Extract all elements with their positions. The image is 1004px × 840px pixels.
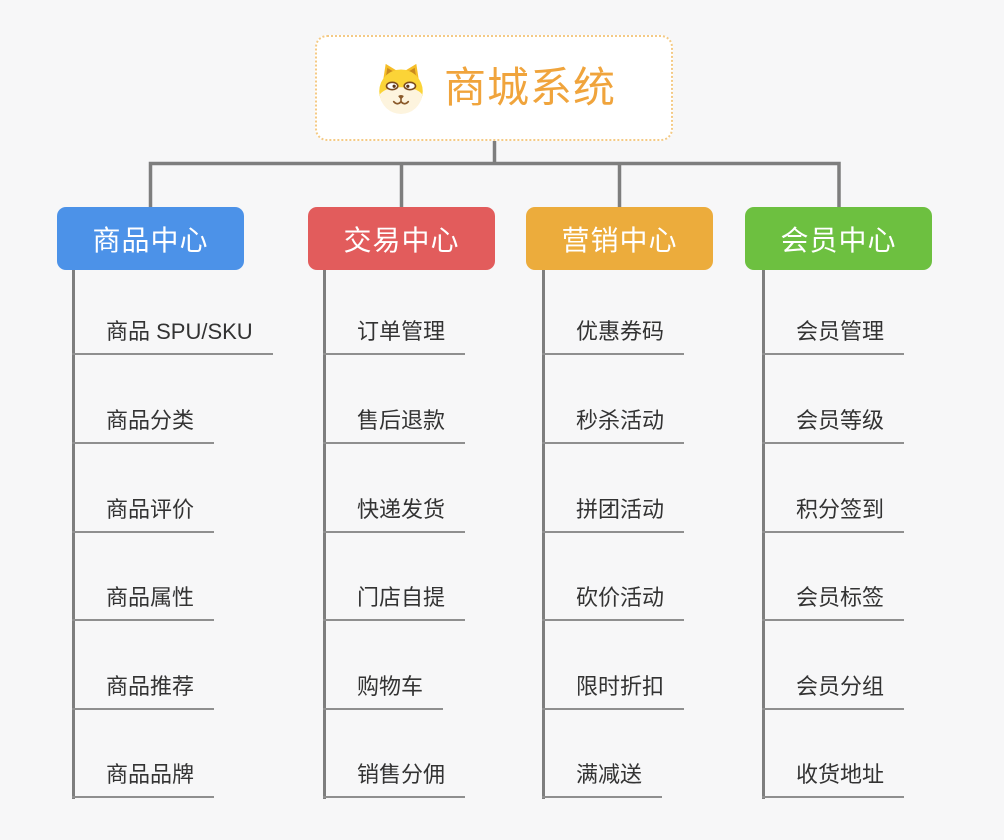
- branch-item[interactable]: 限时折扣: [542, 672, 685, 710]
- branch-node-trade-center[interactable]: 交易中心: [308, 207, 495, 270]
- branch-item[interactable]: 秒杀活动: [542, 406, 685, 444]
- branch-item[interactable]: 商品属性: [72, 583, 215, 621]
- branch-item[interactable]: 拼团活动: [542, 495, 685, 533]
- branch-node-marketing-center[interactable]: 营销中心: [526, 207, 713, 270]
- branch-item[interactable]: 售后退款: [323, 406, 466, 444]
- bus-line: [148, 161, 841, 208]
- branch-node-product-center[interactable]: 商品中心: [57, 207, 244, 270]
- branch-item[interactable]: 销售分佣: [323, 760, 466, 798]
- branch-item[interactable]: 砍价活动: [542, 583, 685, 621]
- branch-item[interactable]: 会员标签: [762, 583, 905, 621]
- branch-item[interactable]: 商品品牌: [72, 760, 215, 798]
- root-title: 商城系统: [443, 64, 616, 111]
- branch-item[interactable]: 商品 SPU/SKU: [72, 317, 273, 355]
- branch-item[interactable]: 快递发货: [323, 495, 466, 533]
- branch-item[interactable]: 商品评价: [72, 495, 215, 533]
- branch-item[interactable]: 会员等级: [762, 406, 905, 444]
- branch-item[interactable]: 门店自提: [323, 583, 466, 621]
- branch-item[interactable]: 商品推荐: [72, 672, 215, 710]
- branch-node-member-center[interactable]: 会员中心: [745, 207, 932, 270]
- branch-item[interactable]: 积分签到: [762, 495, 905, 533]
- branch-item[interactable]: 商品分类: [72, 406, 215, 444]
- branch-item[interactable]: 收货地址: [762, 760, 905, 798]
- branch-item[interactable]: 会员管理: [762, 317, 905, 355]
- root-node[interactable]: 商城系统: [315, 35, 673, 141]
- branch-item[interactable]: 购物车: [323, 672, 444, 710]
- dog-icon: [372, 59, 430, 117]
- branch-item[interactable]: 订单管理: [323, 317, 466, 355]
- branch-item[interactable]: 满减送: [542, 760, 663, 798]
- branch-item[interactable]: 会员分组: [762, 672, 905, 710]
- branch-item[interactable]: 优惠券码: [542, 317, 685, 355]
